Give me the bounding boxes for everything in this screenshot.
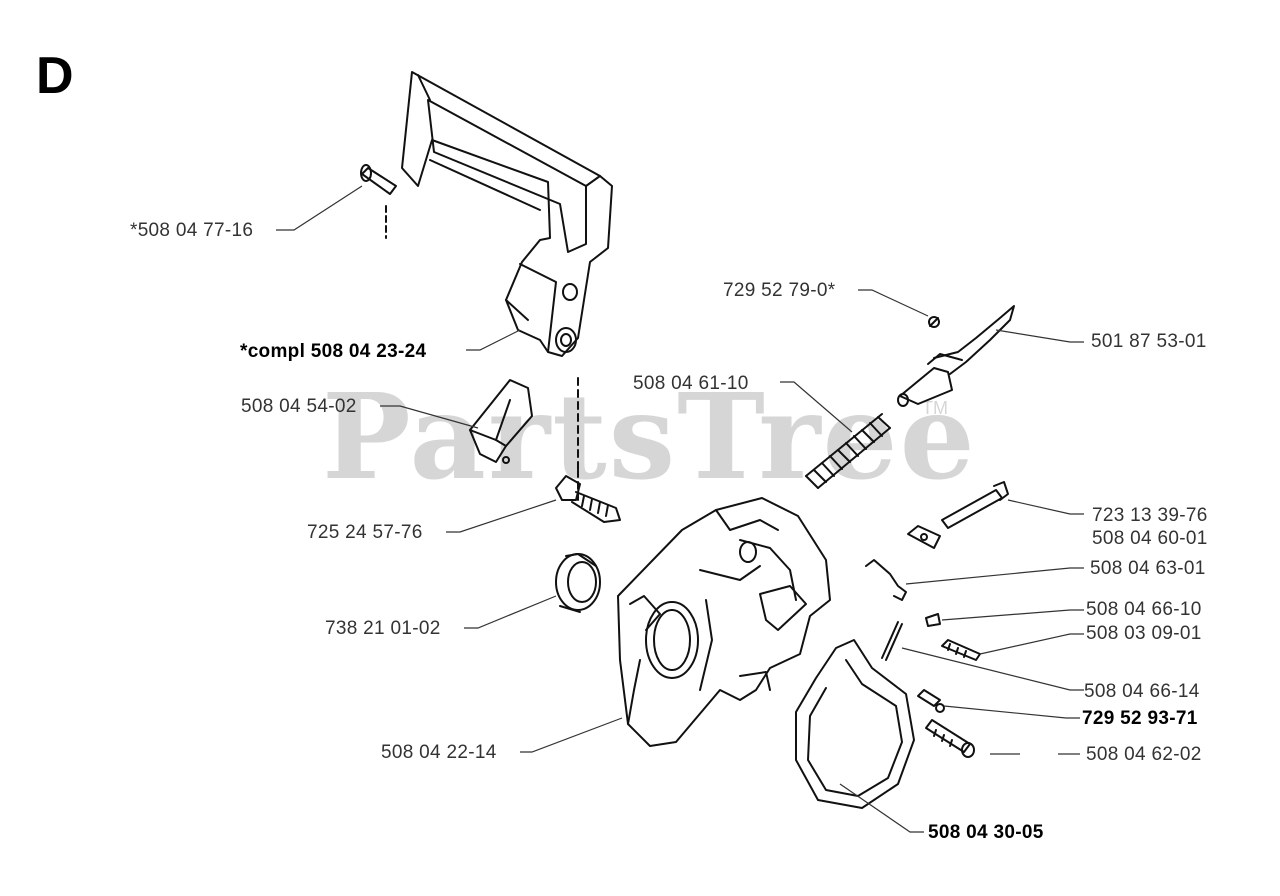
small-screw-729-79 bbox=[928, 316, 940, 328]
part-label-508-04-66-14[interactable]: 508 04 66-14 bbox=[1084, 681, 1200, 702]
leader-p4 bbox=[446, 499, 557, 533]
part-label-508-04-23-24[interactable]: *compl 508 04 23-24 bbox=[240, 341, 427, 362]
part-label-508-04-60-01[interactable]: 508 04 60-01 bbox=[1092, 528, 1208, 549]
part-label-501-87-53-01[interactable]: 501 87 53-01 bbox=[1091, 331, 1207, 352]
part-label-723-13-39-76[interactable]: 723 13 39-76 bbox=[1092, 505, 1208, 526]
part-label-508-04-77-16[interactable]: *508 04 77-16 bbox=[130, 220, 254, 241]
part-label-738-21-01-02[interactable]: 738 21 01-02 bbox=[325, 618, 441, 639]
leader-p6 bbox=[520, 717, 623, 753]
brake-lever bbox=[897, 305, 1015, 407]
part-label-508-04-63-01[interactable]: 508 04 63-01 bbox=[1090, 558, 1206, 579]
chain-brake-handle bbox=[401, 71, 613, 357]
trademark-mark: TM bbox=[922, 398, 948, 418]
part-label-508-04-62-02[interactable]: 508 04 62-02 bbox=[1086, 744, 1202, 765]
part-label-508-03-09-01[interactable]: 508 03 09-01 bbox=[1086, 623, 1202, 644]
leader-p13 bbox=[941, 609, 1084, 621]
leader-p12 bbox=[905, 567, 1084, 585]
leader-p8 bbox=[995, 329, 1084, 343]
part-label-729-52-79-0[interactable]: 729 52 79-0* bbox=[723, 280, 836, 301]
part-label-508-04-30-05[interactable]: 508 04 30-05 bbox=[928, 822, 1044, 843]
brake-bracket bbox=[469, 379, 533, 464]
leader-p7 bbox=[858, 289, 929, 317]
long-pin bbox=[941, 481, 1009, 529]
brake-band bbox=[795, 639, 915, 809]
leader-p9 bbox=[780, 381, 853, 433]
screw-508-04-62-02 bbox=[925, 719, 975, 758]
pivot-pin bbox=[360, 164, 397, 239]
pin-508-04-66-14 bbox=[881, 621, 903, 661]
part-label-508-04-54-02[interactable]: 508 04 54-02 bbox=[241, 396, 357, 417]
leader-p2 bbox=[466, 329, 521, 351]
part-label-729-52-93-71[interactable]: 729 52 93-71 bbox=[1082, 708, 1198, 729]
screw-508-03-09-01 bbox=[941, 639, 981, 661]
clutch-cover-housing bbox=[617, 497, 831, 747]
spring-clip bbox=[865, 559, 907, 601]
leader-p14 bbox=[979, 633, 1084, 655]
part-label-725-24-57-76[interactable]: 725 24 57-76 bbox=[307, 522, 423, 543]
section-letter: D bbox=[36, 47, 74, 105]
bearing bbox=[555, 553, 601, 613]
leader-p3 bbox=[380, 405, 479, 429]
watermark: PartsTree bbox=[322, 367, 977, 506]
leader-p10 bbox=[1007, 499, 1084, 515]
leader-p15 bbox=[901, 647, 1084, 691]
leader-p18 bbox=[839, 783, 924, 833]
pin-508-04-66-10 bbox=[925, 613, 941, 627]
leader-p1 bbox=[276, 185, 363, 231]
part-label-508-04-66-10[interactable]: 508 04 66-10 bbox=[1086, 599, 1202, 620]
coil-spring bbox=[805, 413, 891, 489]
part-label-508-04-22-14[interactable]: 508 04 22-14 bbox=[381, 742, 497, 763]
screw-729-52-93-71 bbox=[917, 689, 945, 713]
leader-p5 bbox=[464, 595, 557, 629]
nut-block bbox=[907, 525, 941, 549]
screw-725 bbox=[555, 475, 621, 523]
part-label-508-04-61-10[interactable]: 508 04 61-10 bbox=[633, 373, 749, 394]
leader-p16 bbox=[943, 705, 1080, 719]
